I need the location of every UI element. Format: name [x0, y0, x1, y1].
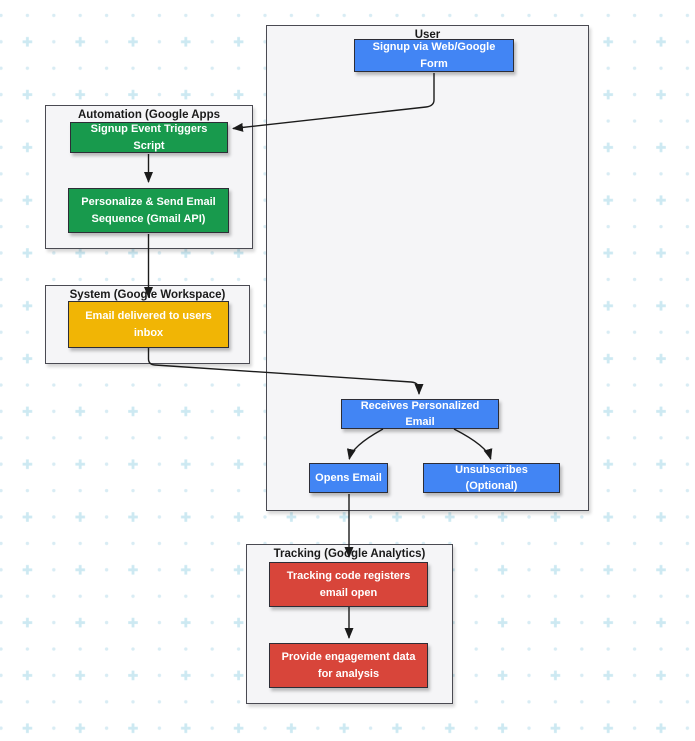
group-tracking-title: Tracking (Google Analytics) [273, 548, 426, 560]
node-signup-via-web-google-form[interactable]: Signup via Web/Google Form [354, 39, 514, 72]
node-label: Receives Personalized Email [360, 399, 480, 429]
node-provide-engagement-data[interactable]: Provide engagement data for analysis [269, 643, 428, 688]
node-signup-event-triggers-script[interactable]: Signup Event Triggers Script [70, 122, 228, 153]
node-label: Provide engagement data for analysis [281, 651, 416, 680]
node-unsubscribes-optional[interactable]: Unsubscribes (Optional) [423, 463, 560, 493]
node-label: Opens Email [315, 471, 382, 484]
group-user[interactable]: User [266, 25, 589, 511]
node-opens-email[interactable]: Opens Email [309, 463, 388, 493]
node-label: Signup Event Triggers Script [90, 123, 208, 152]
node-tracking-code-registers-email-open[interactable]: Tracking code registers email open [269, 562, 428, 607]
node-email-delivered-to-users-inbox[interactable]: Email delivered to users inbox [68, 301, 229, 348]
node-label: Unsubscribes (Optional) [455, 463, 528, 493]
node-label: Signup via Web/Google Form [372, 41, 496, 70]
group-system-title: System (Google Workspace) [69, 289, 226, 301]
node-receives-personalized-email[interactable]: Receives Personalized Email [341, 399, 499, 429]
node-label: Personalize & Send Email Sequence (Gmail… [81, 196, 216, 225]
group-automation-title: Automation (Google Apps [77, 109, 221, 121]
node-personalize-send-email-sequence[interactable]: Personalize & Send Email Sequence (Gmail… [68, 188, 229, 233]
node-label: Tracking code registers email open [286, 570, 411, 599]
node-label: Email delivered to users inbox [85, 310, 212, 339]
